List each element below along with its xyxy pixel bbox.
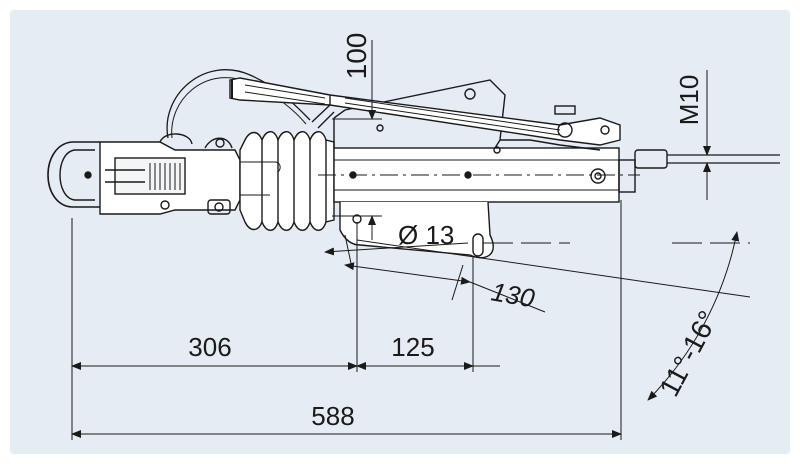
- coupling-body: [47, 69, 780, 259]
- dimension-lines: [71, 40, 740, 438]
- dim-length-total-label: 588: [311, 401, 354, 431]
- dim-length-front-label: 306: [188, 332, 231, 362]
- dim-length-mid-label: 125: [391, 332, 434, 362]
- dim-hole-diameter-label: Ø 13: [398, 220, 454, 250]
- dim-angle-label: 11°-16°: [653, 306, 724, 402]
- dim-slot-distance-label: 130: [489, 276, 537, 313]
- dim-height-label: 100: [341, 33, 372, 80]
- dim-thread-label: M10: [674, 75, 704, 126]
